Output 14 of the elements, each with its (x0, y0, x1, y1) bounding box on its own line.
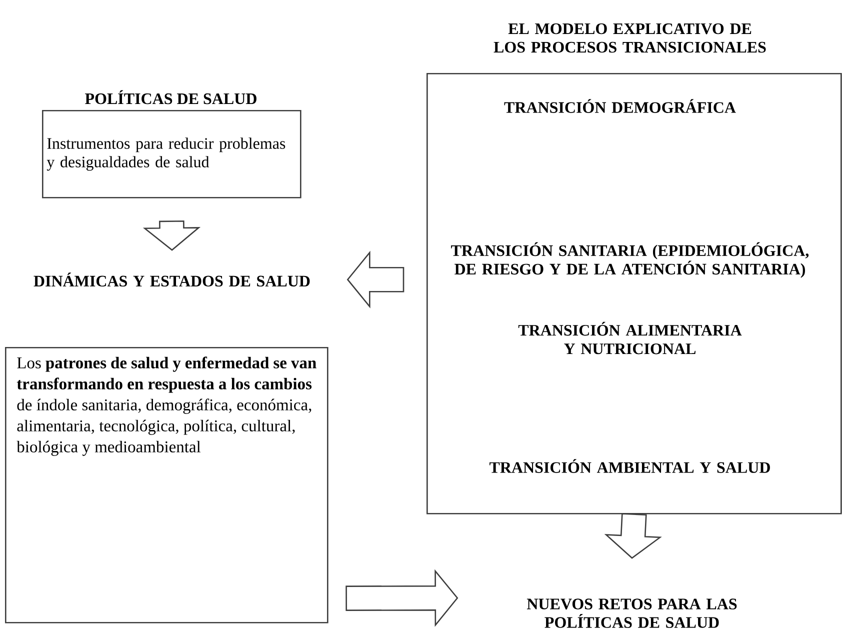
transition-label: TRANSICIÓN ALIMENTARIA Y NUTRICIONAL (518, 322, 742, 354)
text-box: Los patrones de salud y enfermedad se van transformando en respuesta a los cambios de índole sanitaria, demográfica, económica, alimentaria, tecnológica, política, cultural, biológica y medioambiental (5, 347, 328, 624)
text-box: Instrumentos para reducir problemas y desigualdades de salud (42, 110, 302, 198)
transition-label: TRANSICIÓN AMBIENTAL Y SALUD (490, 459, 770, 473)
transition-label: TRANSICIÓN SANITARIA (EPIDEMIOLÓGICA, DE RIESGO Y DE LA ATENCIÓN SANITARIA) (451, 242, 809, 278)
heading-text: DINÁMICAS Y ESTADOS DE SALUD (34, 272, 310, 287)
block-arrow (604, 513, 662, 559)
heading-text: NUEVOS RETOS PARA LAS POLÍTICAS DE SALUD (526, 598, 737, 628)
block-arrow (346, 569, 458, 627)
transition-label: TRANSICIÓN DEMOGRÁFICA (504, 99, 736, 113)
box-heading: EL MODELO EXPLICATIVO DE LOS PROCESOS TRANSICIONALES (494, 23, 766, 53)
block-arrow (142, 220, 201, 251)
box-heading: POLÍTICAS DE SALUD (85, 90, 256, 104)
block-arrow (346, 250, 404, 308)
